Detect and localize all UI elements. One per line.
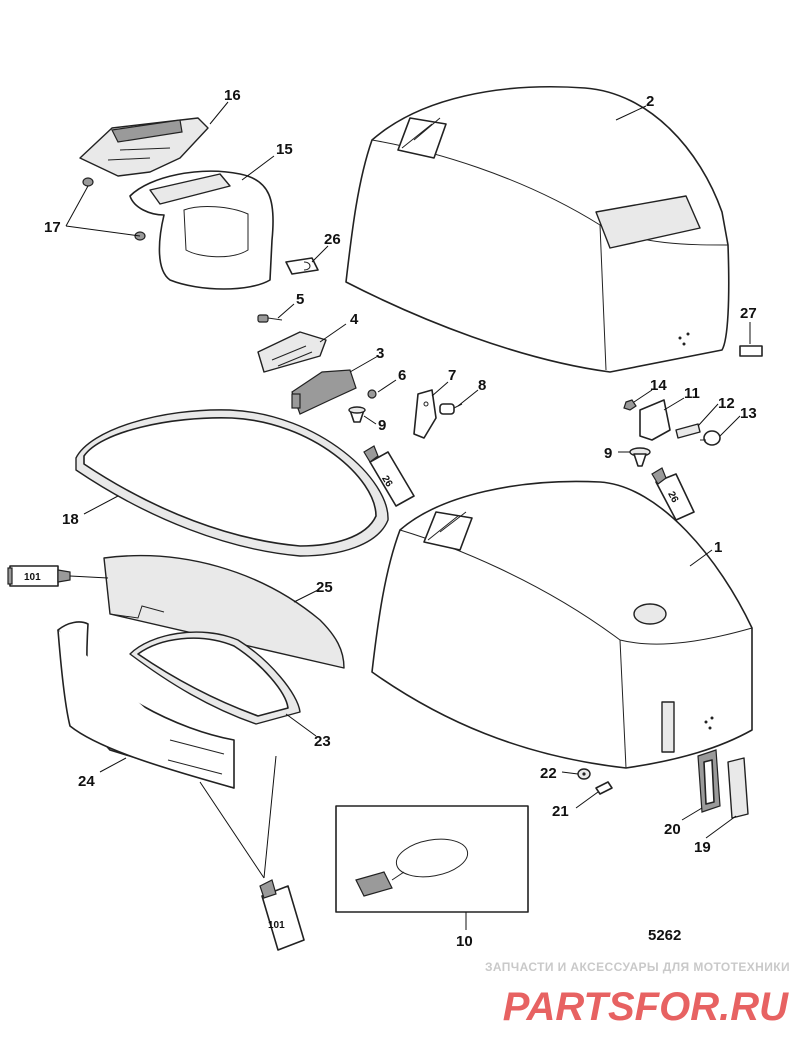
latch-plate — [413, 389, 437, 439]
vent-grill — [697, 749, 721, 813]
callout-8: 8 — [478, 377, 486, 394]
sealant-tube-101-bottom: 101 — [259, 879, 305, 951]
callout-4: 4 — [350, 311, 359, 328]
latch — [675, 423, 701, 439]
callout-25: 25 — [316, 579, 333, 596]
hinge-bracket — [639, 399, 671, 441]
watermark-logo-text: PARTSFOR.RU — [503, 985, 789, 1029]
nut — [367, 389, 377, 399]
callout-22: 22 — [540, 765, 557, 782]
callout-9-upper: 9 — [378, 417, 386, 434]
callout-7: 7 — [448, 367, 456, 384]
fastener-upper — [82, 177, 94, 187]
sealant-tube-26-upper: 26 — [363, 445, 415, 507]
callout-3: 3 — [376, 345, 384, 362]
callout-1: 1 — [714, 539, 722, 556]
side-liner — [57, 621, 235, 789]
tube-label-26-right: 26 — [665, 490, 680, 505]
sealant-tube-26-right: 26 — [651, 467, 695, 521]
watermark-logo: PARTSFOR.RU — [470, 976, 790, 1037]
callout-5: 5 — [296, 291, 304, 308]
latch-bracket — [291, 369, 357, 415]
callout-19: 19 — [694, 839, 711, 856]
screw-right — [700, 430, 721, 446]
callout-15: 15 — [276, 141, 293, 158]
callout-23: 23 — [314, 733, 331, 750]
callout-24: 24 — [78, 773, 95, 790]
callout-9-right: 9 — [604, 445, 612, 462]
liner-panel — [103, 555, 345, 669]
seal-gasket — [75, 409, 389, 557]
callout-16: 16 — [224, 87, 241, 104]
figure-number: 5262 — [648, 927, 681, 944]
callout-10: 10 — [456, 933, 473, 950]
callout-11: 11 — [684, 385, 700, 402]
screw — [257, 314, 283, 323]
callout-26: 26 — [324, 231, 341, 248]
callout-6: 6 — [398, 367, 406, 384]
tube-label-101-left: 101 — [24, 572, 41, 583]
leader-lines — [65, 101, 751, 930]
sealant-tube-101-left: 101 — [7, 565, 71, 587]
kit-detail-box — [335, 805, 529, 913]
callout-12: 12 — [718, 395, 735, 412]
callout-14: 14 — [650, 377, 667, 394]
callout-17: 17 — [44, 219, 61, 236]
tube-label-101-bottom: 101 — [268, 920, 285, 931]
bracket-plate — [257, 331, 327, 373]
vent-cover — [727, 757, 749, 819]
callout-21: 21 — [552, 803, 569, 820]
callout-27: 27 — [740, 305, 757, 322]
watermark-tagline: ЗАПЧАСТИ И АКСЕССУАРЫ ДЛЯ МОТОТЕХНИКИ — [484, 960, 790, 974]
callout-13: 13 — [740, 405, 757, 422]
callout-labels: 1 2 3 4 5 6 7 8 9 9 10 11 12 13 14 15 16… — [44, 87, 757, 950]
handle — [129, 170, 274, 290]
grommet-right — [629, 447, 651, 467]
nut-right — [623, 399, 637, 411]
pin — [595, 781, 613, 795]
washer — [577, 768, 591, 780]
decal — [285, 257, 319, 275]
callout-18: 18 — [62, 511, 79, 528]
lower-cowl — [371, 480, 753, 769]
insulation-pad — [129, 631, 301, 725]
callout-20: 20 — [664, 821, 681, 838]
label-plate — [739, 345, 763, 357]
callout-2: 2 — [646, 93, 654, 110]
handle-cover — [79, 117, 209, 177]
upper-cowl — [345, 85, 730, 373]
grommet-upper — [348, 406, 366, 423]
